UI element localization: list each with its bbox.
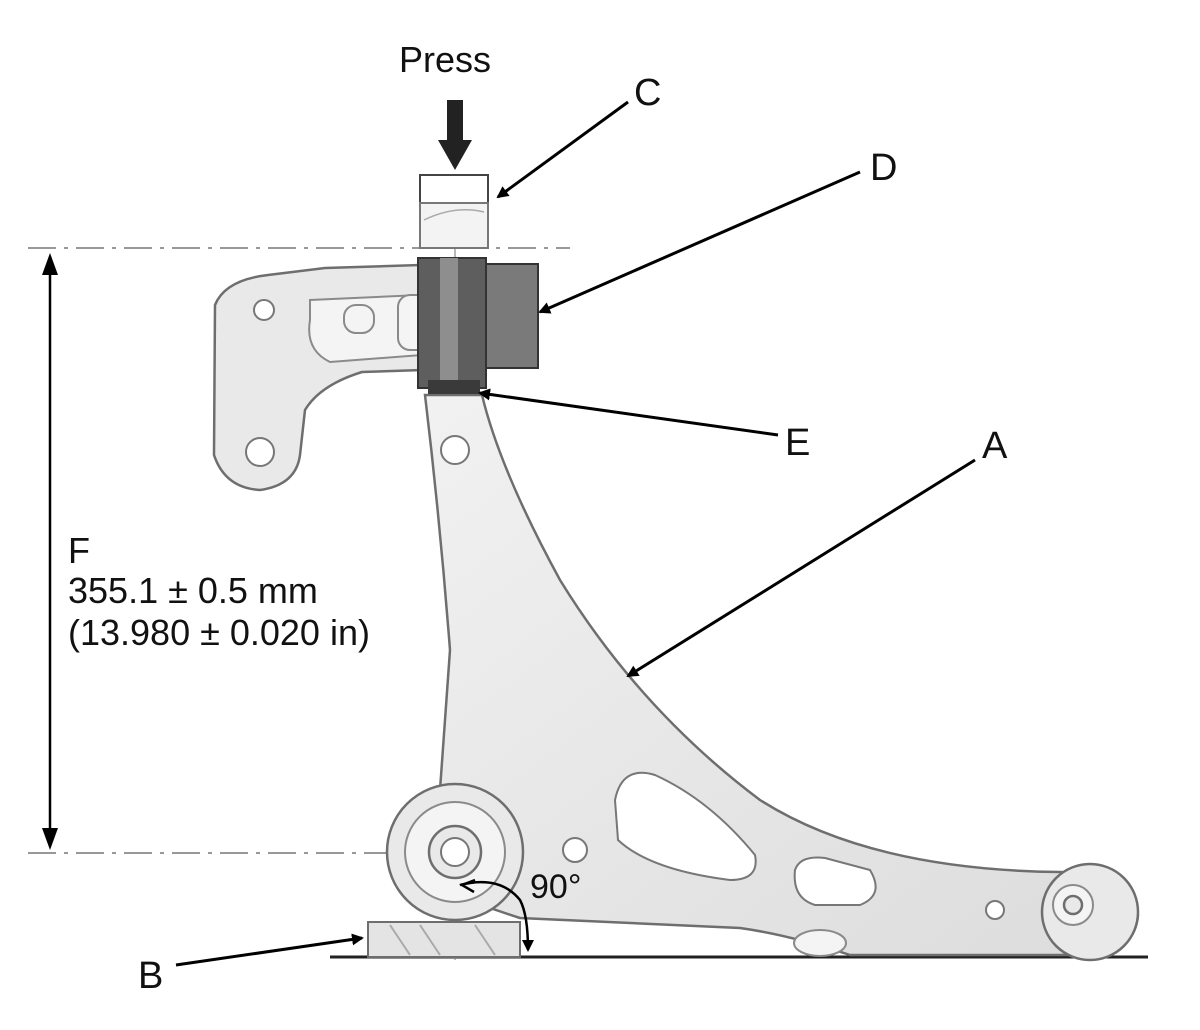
dimension-metric: 355.1 ± 0.5 mm <box>68 570 318 611</box>
support-block <box>367 921 521 958</box>
label-a: A <box>982 425 1008 467</box>
press-tool <box>419 174 489 249</box>
angle-label: 90° <box>530 868 581 906</box>
leader-e <box>478 388 779 437</box>
leader-c <box>496 100 629 199</box>
right-angle-indicator <box>459 878 534 952</box>
label-d: D <box>870 147 897 189</box>
control-arm <box>393 393 1140 962</box>
label-f: F <box>68 530 90 571</box>
dimension-imperial: (13.980 ± 0.020 in) <box>68 612 370 653</box>
label-b: B <box>138 955 163 997</box>
leader-d <box>538 170 861 314</box>
press-label: Press <box>399 39 491 80</box>
lower-bushing <box>385 782 525 922</box>
dimension-f-line <box>42 253 58 850</box>
leader-a <box>626 458 976 678</box>
upper-bushing-assembly <box>417 257 539 394</box>
knuckle-bracket <box>212 263 429 492</box>
leader-b <box>175 933 364 967</box>
label-c: C <box>634 72 661 114</box>
label-e: E <box>785 422 810 464</box>
press-arrow <box>438 100 472 170</box>
